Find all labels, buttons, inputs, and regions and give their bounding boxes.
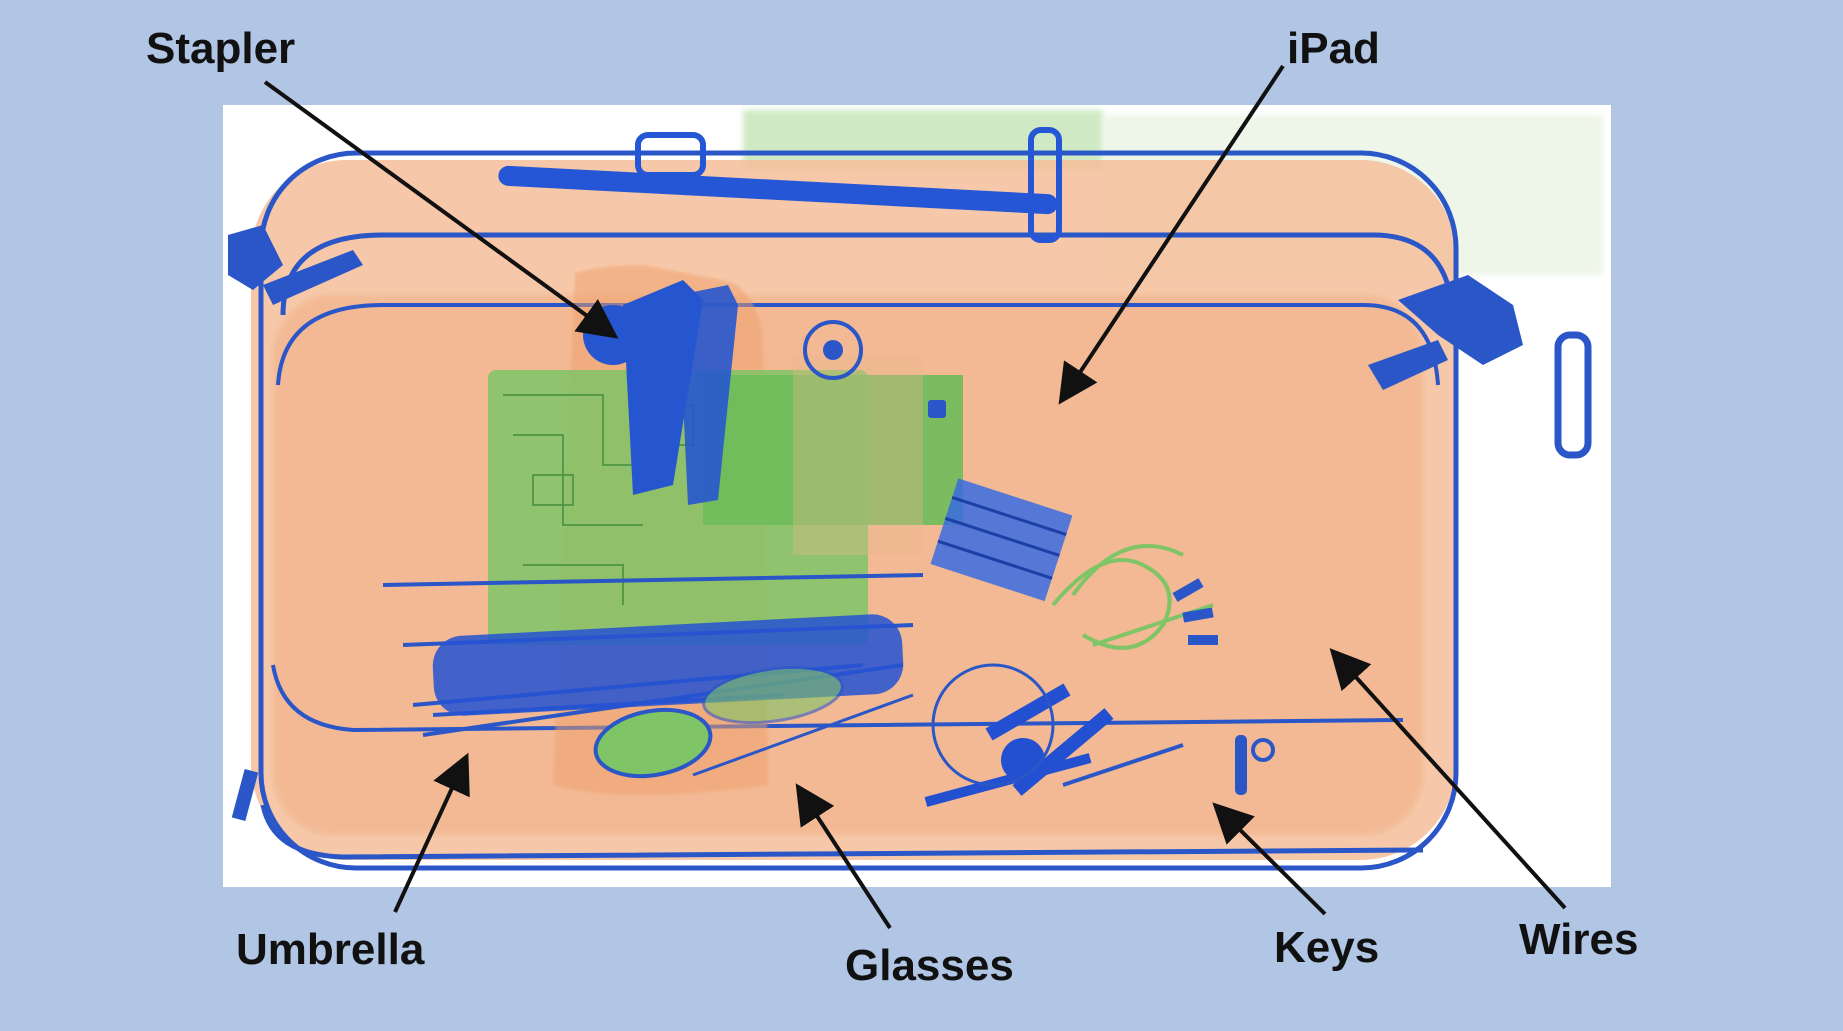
umbrella-arrow [393,752,470,913]
handle-bar [498,165,1058,215]
label-wires: Wires [1519,915,1639,964]
right-strap [1368,340,1448,390]
handle-clip-right [1028,127,1062,243]
keys-arrow [1212,802,1327,916]
left-hinge [228,225,283,290]
handle-clip-left [635,132,706,178]
ipad-camera [803,320,863,380]
lid-line-1 [280,232,1456,326]
key-rod [1062,743,1184,787]
ipad-overlay [793,355,923,555]
suitcase-outline [258,150,1459,871]
xray-image [223,105,1611,887]
keys-object [924,683,1114,807]
lid-line-2 [276,303,1440,386]
wires-object [1051,544,1214,650]
glasses-arm [692,693,914,777]
wire-plugs [1172,578,1218,645]
left-foot [231,769,259,821]
ipad-body [703,375,963,525]
label-umbrella: Umbrella [236,925,425,974]
battery-pack [930,478,1073,602]
xray-scan [228,110,1603,871]
label-glasses: Glasses [845,941,1014,990]
stapler-arm-2 [678,285,738,505]
right-hinge [1398,275,1523,365]
zipper-pull [1235,735,1247,795]
glasses-lens-left [593,707,713,779]
ipad-camera-center [823,340,843,360]
wires-arrow [1329,648,1567,910]
label-ipad: iPad [1287,24,1380,73]
stapler-arrow [263,80,619,339]
glasses-arrow [795,783,892,930]
glasses-lens-right [702,665,844,725]
left-strap [263,250,363,305]
base-line [260,804,1424,860]
ipad-button [928,400,946,418]
key-ring [931,663,1055,787]
label-keys: Keys [1274,923,1380,972]
right-loop [1554,331,1592,459]
ipad-arrow [1058,64,1285,405]
zipper-ring [1251,738,1275,762]
label-stapler: Stapler [146,24,296,73]
bottom-line [271,664,1404,733]
